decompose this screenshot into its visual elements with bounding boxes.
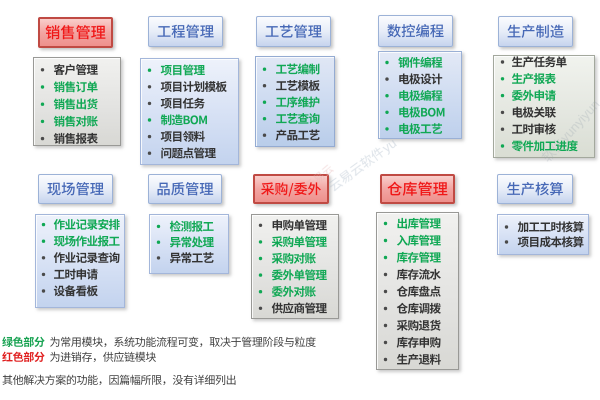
svg-text:yu: yu bbox=[379, 135, 399, 155]
svg-text:yunyiyun: yunyiyun bbox=[557, 97, 600, 145]
